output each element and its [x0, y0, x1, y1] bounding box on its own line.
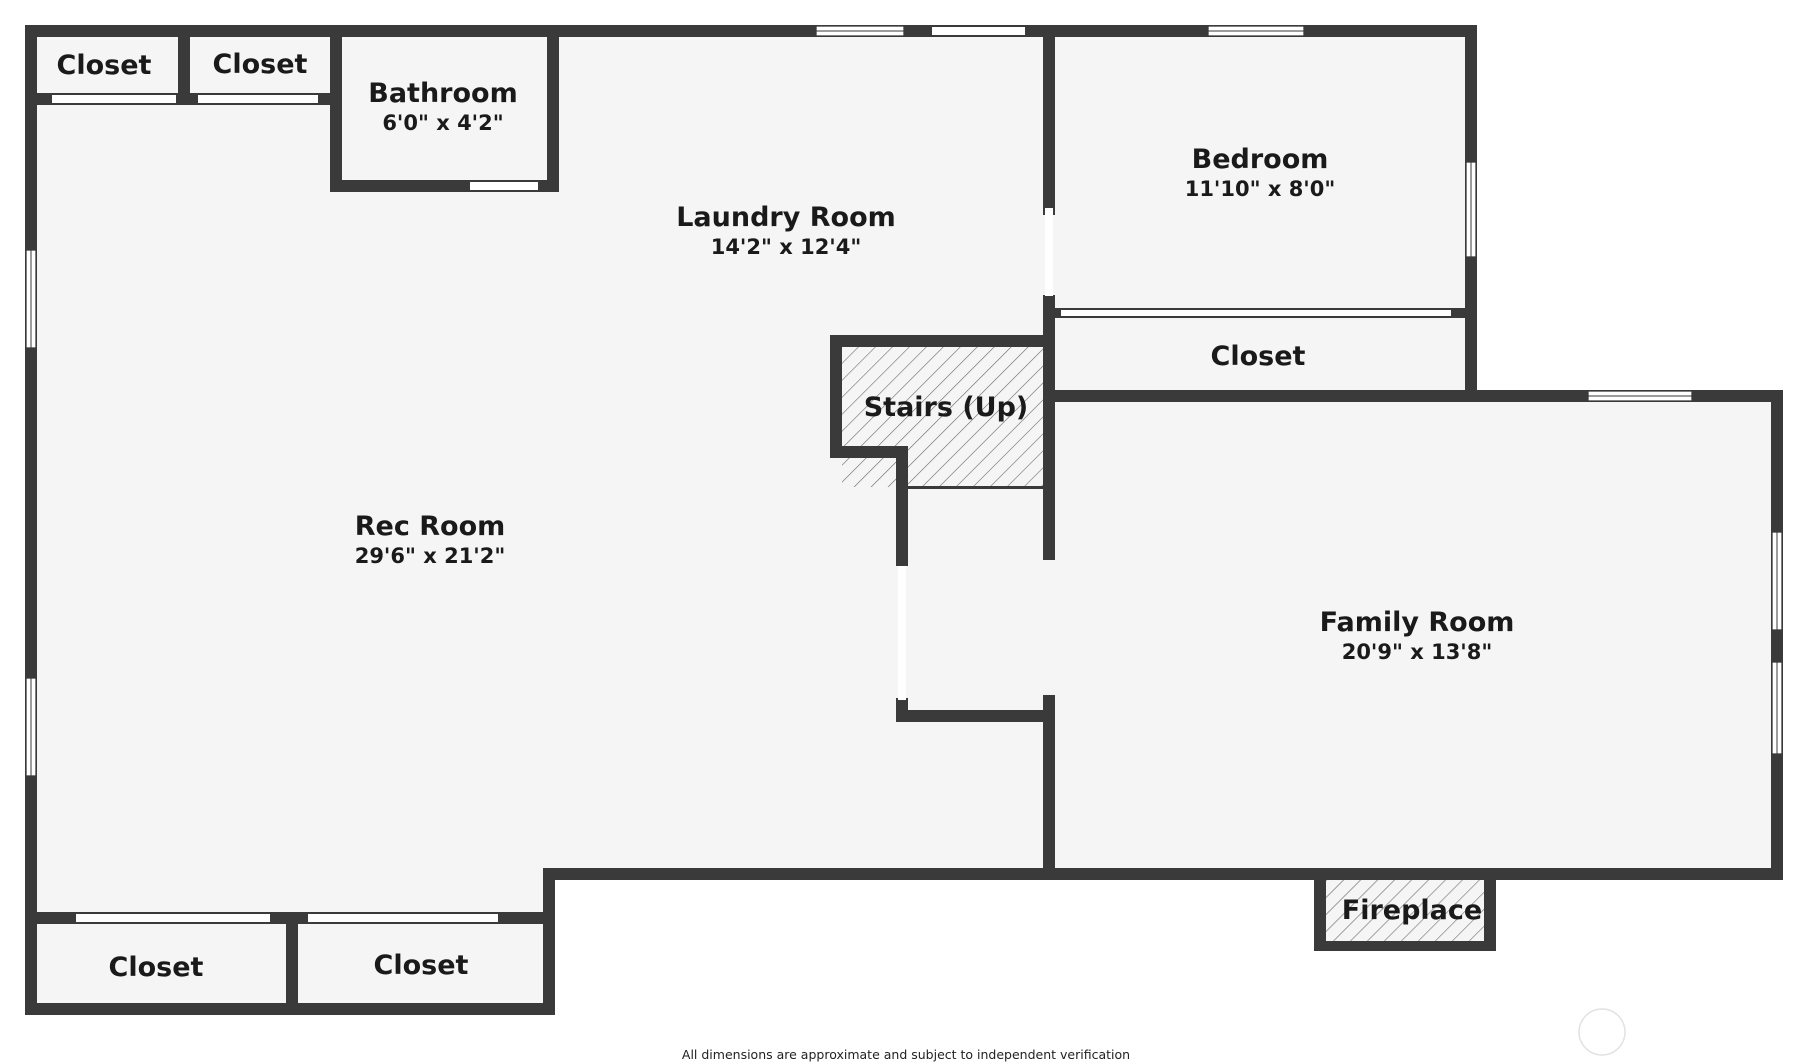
wall-left — [25, 25, 37, 1015]
wall-right — [1771, 390, 1783, 880]
room-label-closet-bottom-left: Closet — [109, 952, 204, 983]
room-dim-rec-room: 29'6" x 21'2" — [355, 544, 506, 568]
wall-laundry-bedroom — [1043, 25, 1055, 215]
door-closet-bottom-left — [76, 914, 270, 922]
wall-fireplace-bottom — [1314, 941, 1496, 951]
room-dim-laundry: 14'2" x 12'4" — [711, 235, 862, 259]
wall-laundry-bedroom-lower — [1043, 295, 1055, 560]
wall-stairs-bottom — [906, 486, 1046, 489]
room-dim-bathroom: 6'0" x 4'2" — [382, 111, 503, 135]
wall-bottom-main — [543, 868, 1783, 880]
wall-closet-divider-top — [178, 25, 190, 105]
wall-fireplace-right — [1484, 868, 1496, 951]
room-label-closet-top-second: Closet — [213, 49, 308, 80]
room-dim-bedroom: 11'10" x 8'0" — [1185, 177, 1336, 201]
wall-family-left-lower — [1043, 695, 1055, 880]
door-bath — [470, 182, 538, 190]
wall-top — [25, 25, 1477, 37]
door-bedroom-closet — [1061, 310, 1451, 316]
door-closet-top-second — [198, 95, 318, 103]
family-room-floor — [900, 395, 1778, 875]
wall-stairs-left — [830, 335, 842, 458]
room-label-closet-bedroom: Closet — [1211, 341, 1306, 372]
room-label-closet-top-left: Closet — [57, 50, 152, 81]
door-closet-bottom-second — [308, 914, 498, 922]
door-top — [932, 27, 1025, 35]
room-label-family-room: Family Room — [1320, 607, 1515, 638]
wall-stairs-inner — [896, 446, 908, 566]
wall-bath-right — [547, 25, 559, 192]
fireplace-hatch — [1325, 876, 1485, 942]
wall-closet-divider-bottom — [286, 912, 298, 1015]
wall-stairs-top — [830, 335, 1052, 347]
wall-bath-left — [330, 25, 342, 192]
disclaimer-text: All dimensions are approximate and subje… — [682, 1047, 1130, 1062]
main-floor-left — [30, 30, 1048, 1010]
doors — [52, 27, 1451, 922]
room-label-closet-bottom-second: Closet — [374, 950, 469, 981]
stairs-hatch — [842, 345, 1045, 487]
room-labels: Closet Closet Bathroom 6'0" x 4'2" Laund… — [57, 49, 1515, 983]
room-label-stairs: Stairs (Up) — [864, 392, 1029, 423]
room-label-bedroom: Bedroom — [1192, 144, 1329, 175]
bedroom-floor — [1048, 30, 1470, 395]
watermark-circle — [1578, 1008, 1626, 1056]
room-label-bathroom: Bathroom — [368, 78, 517, 109]
room-label-rec-room: Rec Room — [355, 511, 506, 542]
windows — [25, 25, 1783, 777]
door-closet-top-left — [52, 95, 176, 103]
room-label-laundry: Laundry Room — [676, 202, 896, 233]
door-laundry-bedroom — [1045, 208, 1053, 296]
floor-areas — [30, 30, 1778, 1010]
wall-passage-bottom — [896, 710, 1054, 722]
wall-step-vertical — [543, 868, 555, 1015]
wall-fireplace-left — [1314, 868, 1326, 951]
room-dim-family-room: 20'9" x 13'8" — [1342, 640, 1493, 664]
door-passage — [898, 566, 906, 700]
room-label-fireplace: Fireplace — [1342, 895, 1482, 926]
wall-stairs-step — [830, 446, 907, 458]
